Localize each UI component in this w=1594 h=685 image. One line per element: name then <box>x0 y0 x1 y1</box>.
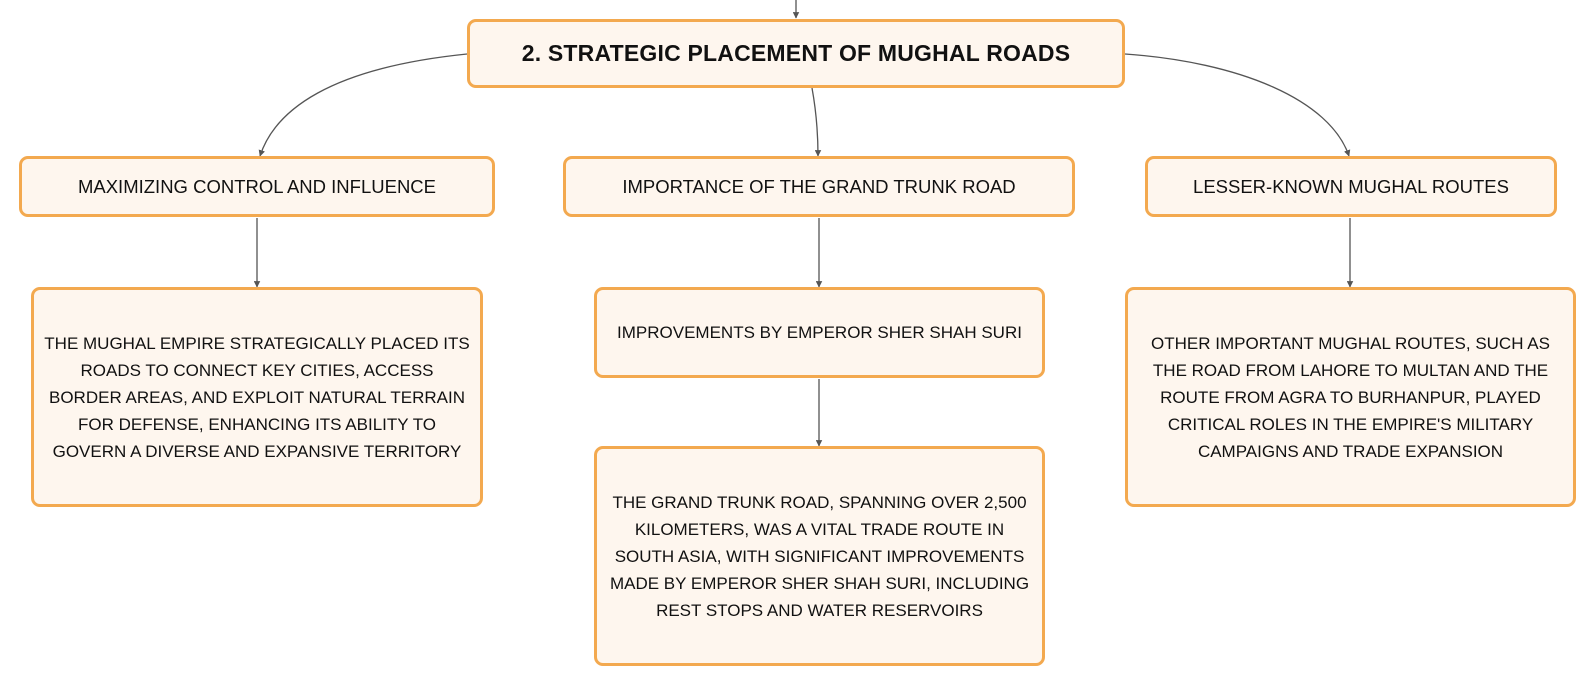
detail-node-text: IMPROVEMENTS BY EMPEROR SHER SHAH SURI <box>617 323 1022 342</box>
detail-node-lesser-known-routes[interactable]: OTHER IMPORTANT MUGHAL ROUTES, SUCH AS T… <box>1125 287 1576 507</box>
branch-node-label: MAXIMIZING CONTROL AND INFLUENCE <box>77 175 437 197</box>
root-node-label: 2. STRATEGIC PLACEMENT OF MUGHAL ROADS <box>521 40 1071 66</box>
connector-root-branch-3 <box>1124 53 1351 157</box>
branch-node-label: LESSER-KNOWN MUGHAL ROUTES <box>1193 175 1509 197</box>
connector-root-branch-2 <box>811 87 822 157</box>
detail-node-text: OTHER IMPORTANT MUGHAL ROUTES, SUCH AS T… <box>1151 333 1550 461</box>
branch-node-label: IMPORTANCE OF THE GRAND TRUNK ROAD <box>622 175 1016 197</box>
branch-node-control-influence[interactable]: MAXIMIZING CONTROL AND INFLUENCE <box>19 156 495 217</box>
detail-node-text: THE MUGHAL EMPIRE STRATEGICALLY PLACED I… <box>44 333 470 461</box>
connector-root-branch-1 <box>258 53 468 157</box>
detail-node-text: THE GRAND TRUNK ROAD, SPANNING OVER 2,50… <box>609 492 1030 620</box>
detail-node-control-influence[interactable]: THE MUGHAL EMPIRE STRATEGICALLY PLACED I… <box>31 287 483 507</box>
branch-node-lesser-known-routes[interactable]: LESSER-KNOWN MUGHAL ROUTES <box>1145 156 1557 217</box>
root-node[interactable]: 2. STRATEGIC PLACEMENT OF MUGHAL ROADS <box>467 19 1125 88</box>
detail-node-sher-shah-suri[interactable]: IMPROVEMENTS BY EMPEROR SHER SHAH SURI <box>594 287 1045 378</box>
branch-node-grand-trunk-road[interactable]: IMPORTANCE OF THE GRAND TRUNK ROAD <box>563 156 1075 217</box>
detail-node-grand-trunk-road[interactable]: THE GRAND TRUNK ROAD, SPANNING OVER 2,50… <box>594 446 1045 666</box>
